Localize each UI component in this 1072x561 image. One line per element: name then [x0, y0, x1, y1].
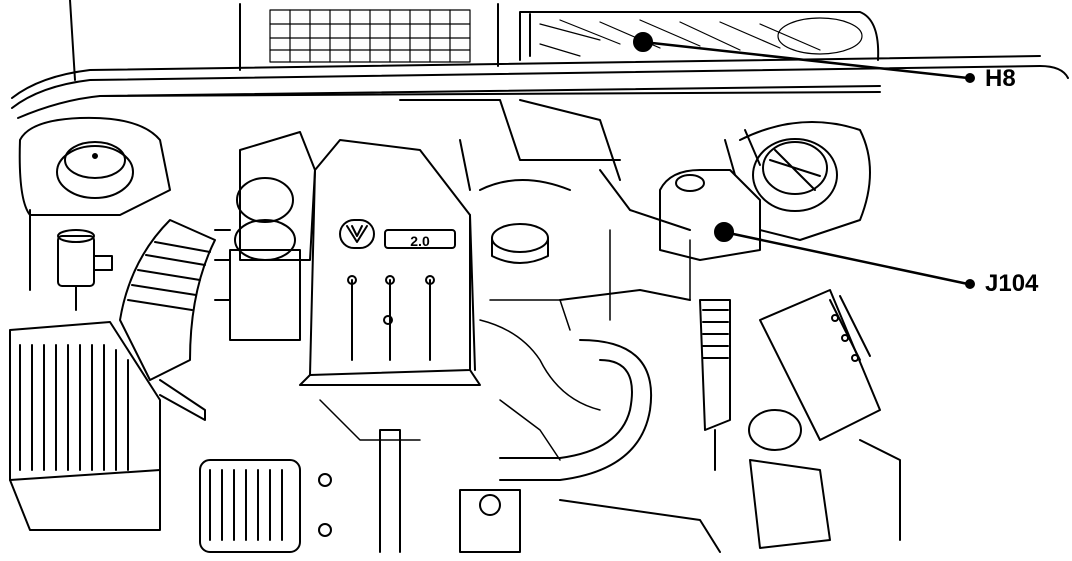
coolant-tank — [659, 129, 761, 261]
lower-right-components — [379, 409, 901, 553]
oil-filler-cap — [491, 223, 549, 264]
radiator-hose — [499, 339, 653, 481]
engine-badge: 2.0 — [410, 233, 430, 249]
callout-label-j104: J104 — [985, 270, 1039, 297]
callout-label-h8: H8 — [985, 65, 1016, 92]
scuttle-grille — [269, 9, 863, 63]
reservoir-cap-right — [739, 121, 871, 241]
hoses — [399, 99, 691, 301]
ignition-lead — [699, 299, 731, 471]
callout-leader-h8 — [633, 32, 975, 83]
air-filter-housing — [9, 321, 161, 531]
engine-cover — [299, 139, 481, 386]
intake-hose — [119, 219, 216, 421]
alternator — [199, 459, 332, 553]
callout-leader-j104 — [714, 222, 975, 289]
battery — [759, 289, 881, 441]
cowl-panel — [11, 0, 1069, 119]
strut-tower-left — [18, 116, 171, 291]
wiring — [319, 229, 691, 461]
throttle-body — [214, 131, 316, 341]
washer-reservoir — [57, 229, 113, 311]
